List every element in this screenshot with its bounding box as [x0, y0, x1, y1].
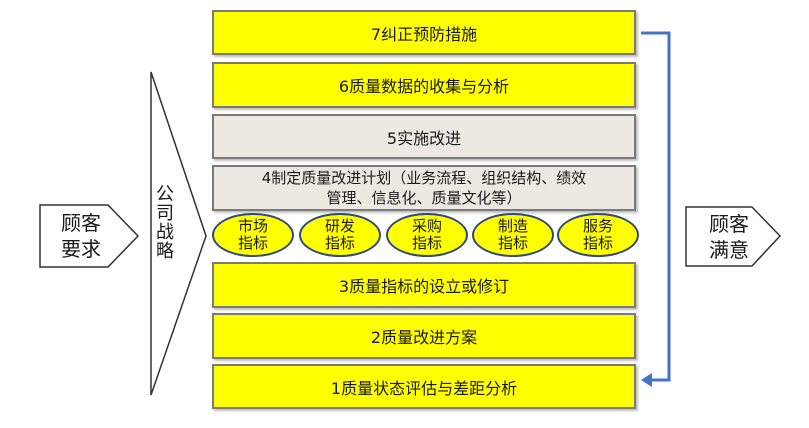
indicator-service-line1: 服务 [582, 217, 613, 235]
step-6-text: 6质量数据的收集与分析 [338, 77, 510, 96]
right-output-label: 顾客 满意 [702, 211, 756, 263]
right-output-arrow-shape [685, 206, 782, 267]
step-6-box: 6质量数据的收集与分析 [212, 62, 636, 108]
indicator-manufacturing-line2: 指标 [497, 234, 528, 252]
left-input-line2: 要求 [61, 237, 101, 261]
indicator-rnd-line2: 指标 [324, 234, 355, 252]
indicator-purchase-line2: 指标 [411, 234, 442, 252]
feedback-arrow-head [641, 373, 652, 387]
step-3-text: 3质量指标的设立或修订 [338, 277, 510, 296]
step-3-box: 3质量指标的设立或修订 [212, 262, 636, 308]
step-4-box: 4制定质量改进计划（业务流程、组织结构、绩效 管理、信息化、质量文化等） [212, 165, 636, 211]
indicator-service-line2: 指标 [582, 234, 613, 252]
indicator-rnd: 研发指标 [299, 213, 381, 257]
indicator-rnd-line1: 研发 [324, 217, 355, 235]
strategy-chevron-shape [150, 71, 207, 396]
indicator-market: 市场指标 [212, 213, 294, 257]
step-5-box: 5实施改进 [212, 114, 636, 159]
left-input-arrow-shape [39, 204, 140, 268]
right-output-line1: 顾客 [709, 212, 749, 236]
indicator-purchase-line1: 采购 [411, 217, 442, 235]
step-5-text: 5实施改进 [386, 128, 462, 148]
left-input-line1: 顾客 [61, 211, 101, 235]
indicator-service: 服务指标 [557, 213, 639, 257]
step-4-line1: 4制定质量改进计划（业务流程、组织结构、绩效 [261, 169, 587, 187]
indicator-row: 市场指标 研发指标 采购指标 制造指标 服务指标 [208, 213, 648, 261]
indicator-manufacturing-line1: 制造 [497, 217, 528, 235]
step-1-box: 1质量状态评估与差距分析 [212, 364, 636, 409]
step-1-text: 1质量状态评估与差距分析 [330, 378, 518, 398]
step-2-box: 2质量改进方案 [212, 313, 636, 359]
step-2-text: 2质量改进方案 [370, 328, 478, 347]
step-7-box: 7纠正预防措施 [212, 10, 636, 55]
indicator-manufacturing: 制造指标 [472, 213, 554, 257]
strategy-label: 公司战略 [153, 184, 174, 260]
left-input-label: 顾客 要求 [54, 210, 108, 262]
step-7-text: 7纠正预防措施 [370, 24, 478, 44]
step-stack: 7纠正预防措施 6质量数据的收集与分析 5实施改进 4制定质量改进计划（业务流程… [212, 0, 640, 428]
right-output-line2: 满意 [709, 238, 749, 262]
indicator-purchase: 采购指标 [386, 213, 468, 257]
indicator-market-line2: 指标 [237, 234, 268, 252]
feedback-arrow [641, 31, 671, 382]
indicator-market-line1: 市场 [237, 217, 268, 235]
step-4-line2: 管理、信息化、质量文化等） [326, 189, 522, 207]
